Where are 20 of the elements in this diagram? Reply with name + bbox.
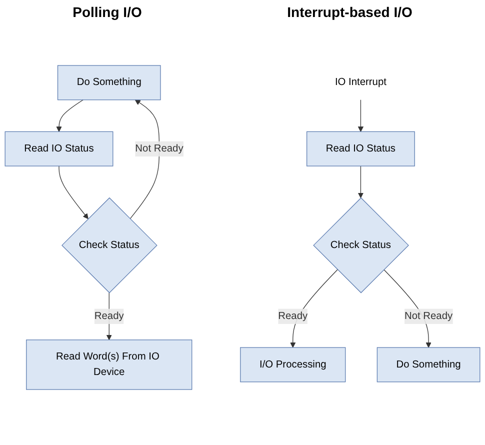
node-box: Read IO Status — [4, 131, 114, 166]
arrow — [358, 100, 364, 132]
node-box: Read IO Status — [306, 131, 415, 166]
node-box: Do Something — [57, 65, 161, 100]
edge-label: Ready — [278, 310, 308, 322]
arrow — [358, 166, 364, 198]
arrow — [58, 166, 88, 220]
node-box: Read Word(s) From IO Device — [26, 340, 192, 390]
node-text: IO Interrupt — [334, 76, 386, 88]
arrow — [130, 100, 160, 220]
edge-label: Not Ready — [135, 143, 184, 154]
heading: Interrupt-based I/O — [287, 4, 412, 20]
node-box: Do Something — [376, 347, 480, 382]
arrow — [56, 100, 84, 132]
node-diamond: Check Status — [313, 197, 409, 294]
node-diamond: Check Status — [62, 197, 158, 294]
heading: Polling I/O — [72, 4, 142, 20]
node-box: I/O Processing — [240, 347, 346, 382]
edge-label: Not Ready — [404, 310, 453, 322]
edge-label: Ready — [94, 310, 124, 322]
